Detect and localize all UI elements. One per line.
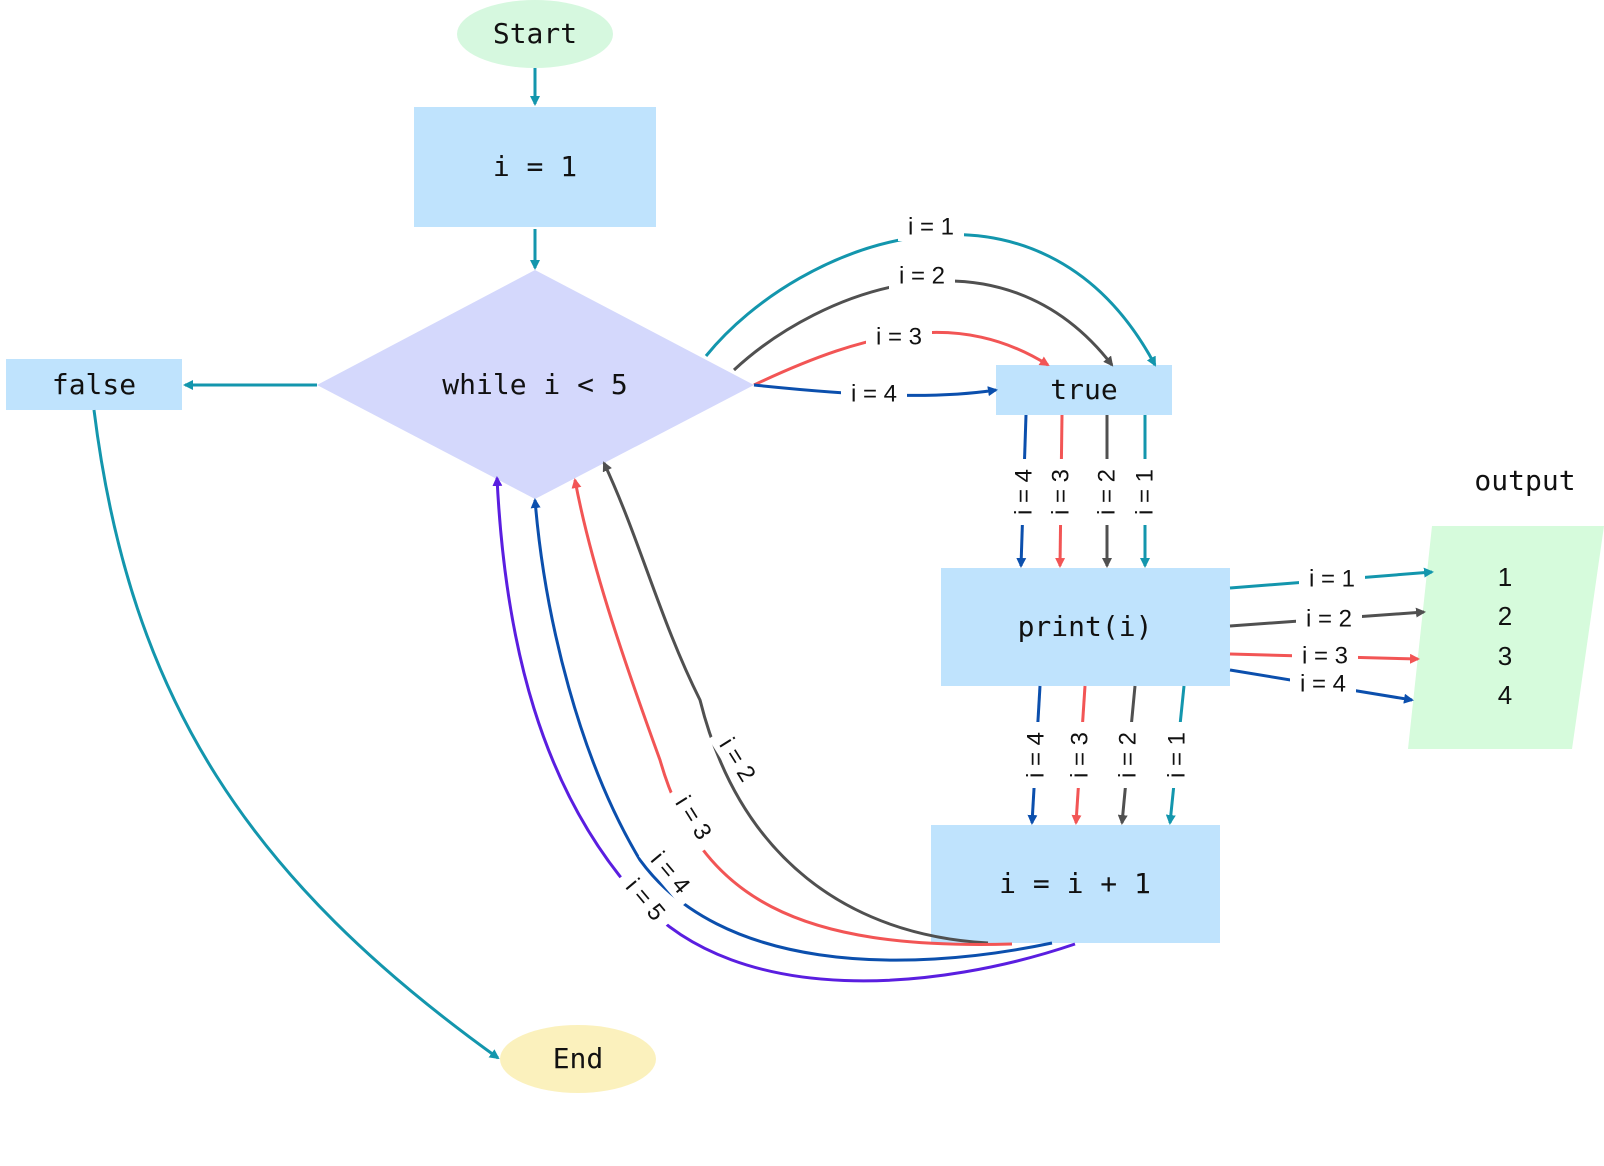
edge-label: i = 3 (1302, 642, 1348, 669)
false-box (6, 359, 182, 410)
edge-label: i = 1 (1131, 469, 1158, 515)
output-value: 4 (1498, 680, 1512, 710)
edge-label: i = 4 (851, 380, 897, 407)
edge-label-bg (1023, 722, 1049, 788)
edge-label: i = 1 (1163, 732, 1190, 778)
edge-label: i = 2 (1306, 605, 1352, 632)
edge-label: i = 4 (1010, 469, 1037, 515)
edge-label-bg (1292, 643, 1358, 669)
edge-label-bg (1296, 605, 1362, 633)
edge-label: i = 2 (1114, 732, 1141, 778)
edge-label-bg (664, 783, 722, 853)
output-value: 2 (1498, 601, 1512, 631)
edge-label-bg (1094, 459, 1120, 525)
edge-label-bg (866, 323, 932, 351)
edge-label-bg (1067, 722, 1093, 788)
increment-box (931, 825, 1220, 943)
edge-label-bg (1048, 459, 1074, 525)
edge-label: i = 4 (1022, 732, 1049, 778)
increment-label: i = i + 1 (999, 867, 1151, 900)
edge-label: i = 1 (908, 213, 954, 240)
start-node (457, 0, 613, 68)
false-label: false (52, 368, 136, 401)
init-label: i = 1 (493, 150, 577, 183)
true-box (996, 365, 1172, 415)
inc-to-cond-arrow-2 (602, 461, 989, 945)
edge-label: i = 3 (876, 323, 922, 350)
output-title: output (1474, 464, 1575, 497)
edge-label: i = 1 (1309, 565, 1355, 592)
edge-label-bg (613, 866, 677, 934)
print-label: print(i) (1018, 610, 1153, 643)
edge-label-bg (898, 213, 964, 241)
edge-label-bg (638, 839, 702, 907)
true-label: true (1050, 373, 1117, 406)
edge-label: i = 3 (1047, 469, 1074, 515)
start-label: Start (493, 17, 577, 50)
output-value: 3 (1498, 641, 1512, 671)
edge-label-bg (1290, 671, 1356, 697)
inc-to-cond-arrow-3 (571, 478, 1013, 946)
inc-to-cond-arrow-4 (530, 498, 1053, 962)
edge-label-bg (889, 262, 955, 290)
edge-label-bg (1299, 565, 1365, 593)
output-parallelogram (1408, 526, 1604, 749)
condition-label: while i < 5 (442, 368, 627, 401)
edge-label-bg (1115, 722, 1141, 788)
edge-label-bg (1164, 722, 1190, 788)
edge-label: i = 2 (1093, 469, 1120, 515)
edge-label-bg (1011, 459, 1037, 525)
output-value: 1 (1498, 562, 1512, 592)
edge-label-bg (841, 380, 907, 408)
print-box (941, 568, 1230, 686)
edge-label-bg (708, 725, 766, 795)
edge-label: i = 4 (1300, 670, 1346, 697)
init-process-box (414, 107, 656, 227)
false-to-end-arrow (92, 409, 500, 1060)
edge-label-bg (1132, 459, 1158, 525)
edge-label: i = 2 (899, 262, 945, 289)
condition-diamond (317, 270, 754, 499)
end-node (500, 1025, 656, 1093)
edge-label: i = 3 (1066, 732, 1093, 778)
end-label: End (553, 1042, 604, 1075)
